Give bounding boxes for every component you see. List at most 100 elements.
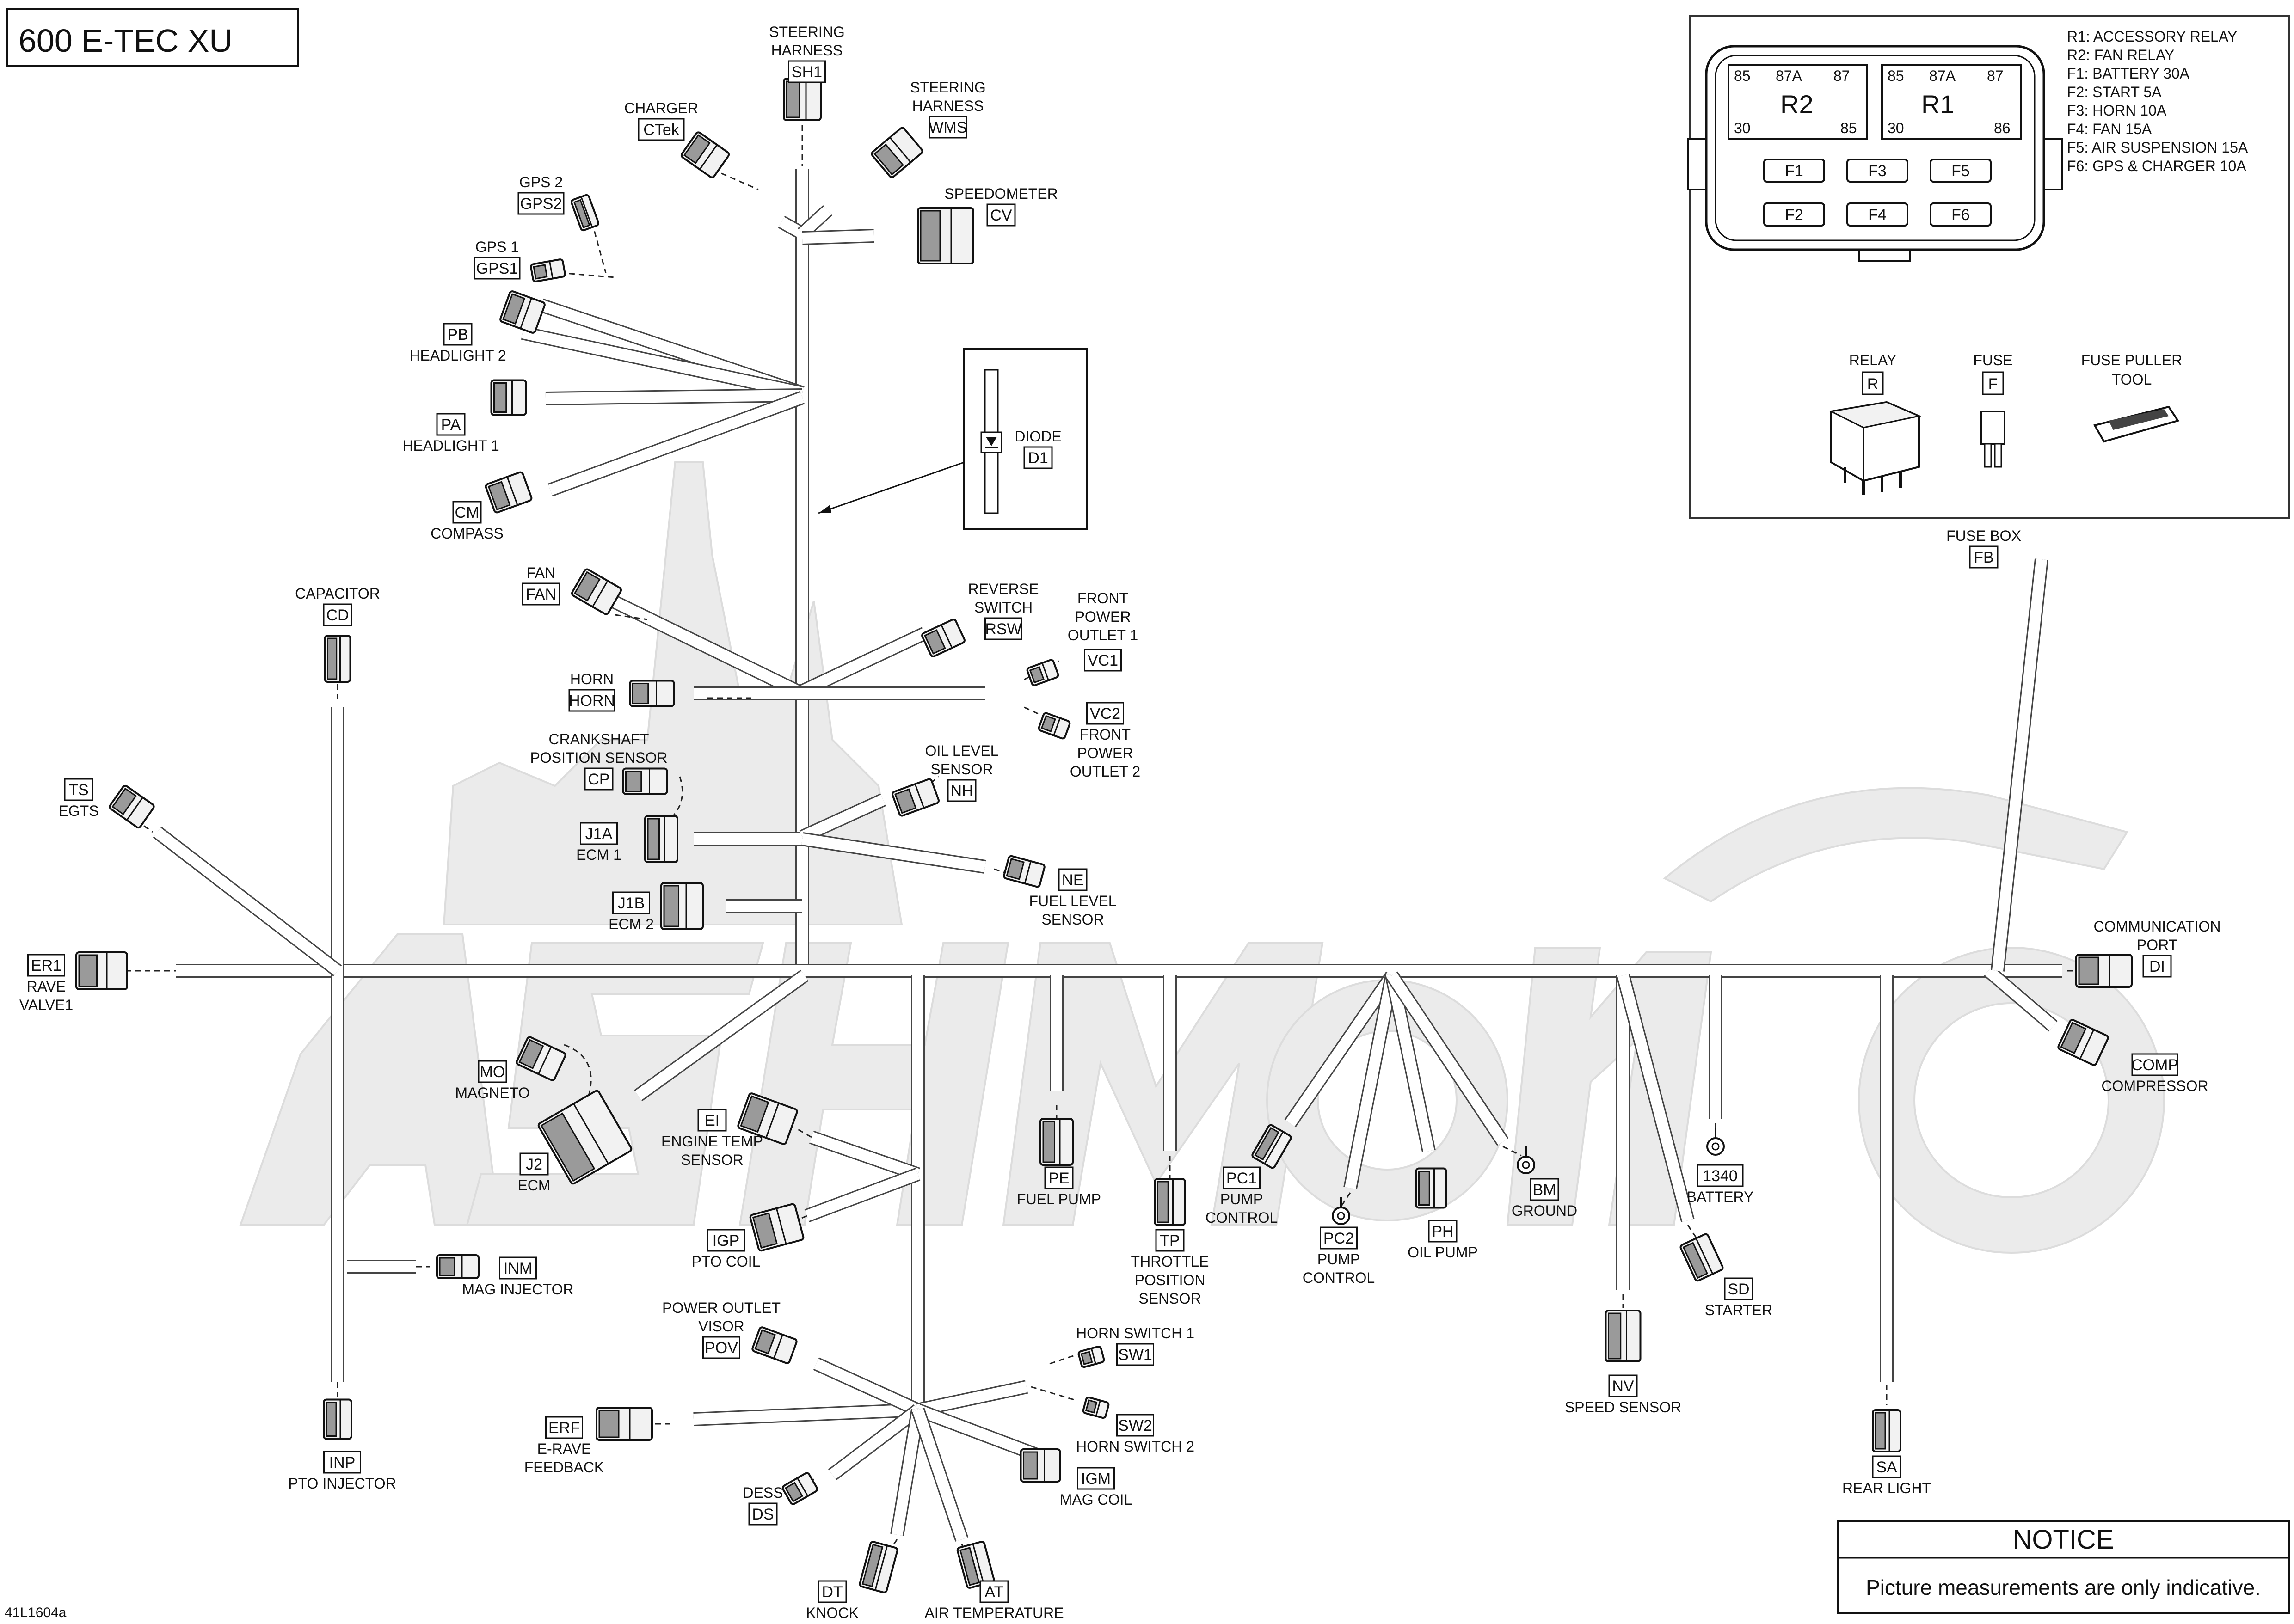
wire-fill <box>1386 974 1434 1152</box>
er1-label-line-2: VALVE1 <box>19 997 73 1013</box>
vc2-code: VC2 <box>1090 705 1120 723</box>
sw2-code: SW2 <box>1118 1417 1152 1434</box>
rsw-label-line-2: SWITCH <box>974 599 1033 616</box>
ne-code: NE <box>1062 871 1083 889</box>
legend-line-4: F2: START 5A <box>2067 84 2162 100</box>
vc1-connector-icon <box>1026 659 1059 686</box>
fuse-f2-label: F2 <box>1785 206 1803 224</box>
legend-line-6: F4: FAN 15A <box>2067 121 2152 137</box>
fuse-f6-label: F6 <box>1951 206 1970 224</box>
legend-line-3: F1: BATTERY 30A <box>2067 65 2190 82</box>
gps2-connector-icon <box>570 194 600 232</box>
j1b-connector-icon <box>660 882 704 930</box>
ei-label-line-1: ENGINE TEMP <box>661 1133 763 1150</box>
ei-connector-icon <box>737 1092 798 1145</box>
legend-line-7: F5: AIR SUSPENSION 15A <box>2067 139 2248 156</box>
dashed-leader <box>564 1044 592 1101</box>
j1b-code-box <box>612 891 650 914</box>
cd-connector-icon <box>324 635 351 683</box>
ne-label-line-1: FUEL LEVEL <box>1029 893 1116 909</box>
pe-connector-icon <box>1039 1118 1074 1166</box>
j1b-label-line-1: ECM 2 <box>609 916 654 932</box>
ds-code-box <box>748 1502 778 1526</box>
wire-fill <box>1992 558 2047 972</box>
tp-label-line-2: POSITION <box>1135 1272 1205 1288</box>
dashed-leader <box>1049 1354 1078 1365</box>
di-label-line-2: PORT <box>2137 937 2177 953</box>
inp-label-line-1: PTO INJECTOR <box>288 1475 396 1492</box>
inm-code-box <box>499 1256 537 1280</box>
horn-code: HORN <box>569 692 615 710</box>
vc2-label-line-1: FRONT <box>1080 726 1131 743</box>
cd-label-line-1: CAPACITOR <box>295 585 380 602</box>
horn-connector-icon <box>629 680 675 707</box>
er1-code: ER1 <box>31 957 62 974</box>
legend-line-5: F3: HORN 10A <box>2067 102 2167 119</box>
inp-code-box <box>323 1451 361 1474</box>
vc1-label-line-3: OUTLET 1 <box>1068 627 1138 643</box>
pov-label-line-1: POWER OUTLET <box>662 1299 781 1316</box>
sh1-code: SH1 <box>792 63 822 81</box>
wire-fill <box>802 230 874 244</box>
nv-connector-icon <box>1605 1310 1642 1362</box>
notice-box: NOTICE Picture measurements are only ind… <box>1837 1520 2290 1614</box>
wire-fill <box>916 1404 1043 1462</box>
nv-code-box <box>1608 1374 1638 1397</box>
connector-dt[interactable]: DTKNOCKSENSOR <box>801 1580 864 1624</box>
drawing-number: 41L1604a <box>5 1605 67 1620</box>
bm-code-box <box>1530 1178 1559 1201</box>
legend-line-8: F6: GPS & CHARGER 10A <box>2067 158 2246 174</box>
dashed-leader <box>1502 1146 1522 1157</box>
